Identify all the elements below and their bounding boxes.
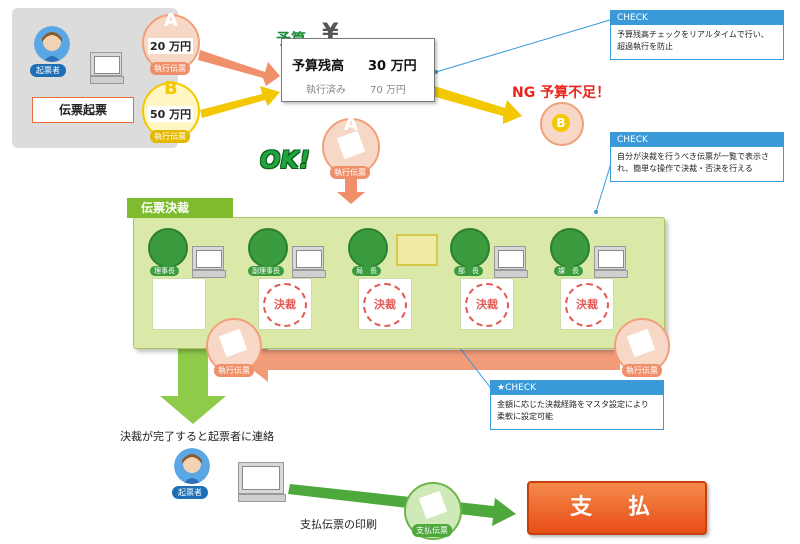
check-1-line-2: 超過執行を防止 [617,42,673,51]
approval-title: 伝票決裁 [127,198,233,218]
approver-avatar [148,228,188,268]
monitor-icon [594,246,628,278]
check-1-line-1: 予算残高チェックをリアルタイムで行い、 [617,30,769,39]
requester-person-2: 起票者 [172,448,210,499]
approval-stamp: 決裁 [565,283,609,327]
arrow-b-to-budget [200,86,280,118]
document-icon [336,130,366,160]
highlighted-monitor-icon [396,234,438,266]
monitor-icon [494,246,528,278]
approver-avatar [248,228,288,268]
slip-b-label: 執行伝票 [150,130,190,143]
approver-5: 課 長 決裁 [550,228,640,338]
ng-slip-circle: B [540,102,584,146]
budget-box: 予算残高 30 万円 執行済み 70 万円 [281,38,435,102]
check-3-line-2: 柔軟に設定可能 [497,412,553,421]
star-icon: ★ [497,383,506,393]
return-slip-right: 執行伝票 [614,318,670,377]
requester-badge: 起票者 [30,64,66,77]
approver-3-stamp-area[interactable]: 決裁 [358,278,412,330]
approver-5-stamp-area[interactable]: 決裁 [560,278,614,330]
slip-a-letter: A [164,10,178,31]
arrow-approval-complete [160,346,226,424]
check-3-head: ★CHECK [491,381,663,395]
approval-stamp: 決裁 [465,283,509,327]
approver-5-role: 課 長 [554,266,583,276]
completion-notice: 決裁が完了すると起票者に連絡 [120,430,274,443]
issue-slip-button[interactable]: 伝票起票 [32,97,134,123]
approval-stamp: 決裁 [263,283,307,327]
slip-b-amount: 50 万円 [148,106,194,122]
budget-spent-value: 70 万円 [370,85,406,96]
check-box-1: CHECK 予算残高チェックをリアルタイムで行い、 超過執行を防止 [610,10,784,60]
approver-1: 理事長 [148,228,238,338]
check2-leader [595,159,613,213]
keyboard-icon [238,494,286,502]
budget-remaining-value: 30 万円 [368,59,417,74]
check-2-head: CHECK [611,133,783,147]
document-icon [626,328,656,358]
payment-button[interactable]: 支 払 [527,481,707,535]
monitor-icon [238,462,284,494]
check-3-line-1: 金額に応じた決裁経路をマスタ設定により [497,400,649,409]
approver-4: 部 長 決裁 [450,228,540,338]
slip-a-circle: A 20 万円 執行伝票 [142,10,200,75]
approver-2: 副理事長 決裁 [248,228,338,338]
requester-pc [90,52,124,84]
arrow-budget-to-ng [432,86,522,124]
monitor-icon [292,246,326,278]
document-icon [218,328,248,358]
check-1-head: CHECK [611,11,783,25]
ok-slip-letter: A [344,114,358,135]
approver-1-role: 理事長 [150,266,179,276]
return-slip-right-label: 執行伝票 [622,364,662,377]
arrow-a-to-budget [198,50,280,86]
return-slip-left: 執行伝票 [206,318,262,377]
arrow-down-to-approval [337,178,365,204]
check-box-3: ★CHECK 金額に応じた決裁経路をマスタ設定により 柔軟に設定可能 [490,380,664,430]
ok-label: OK! [260,146,310,174]
requester-avatar [34,26,70,62]
payment-slip-label: 支払伝票 [412,524,452,537]
approver-1-stamp-area[interactable] [152,278,206,330]
approver-3: 局 長 決裁 [348,228,438,338]
ok-slip-label: 執行伝票 [330,166,370,179]
monitor-icon [192,246,226,278]
check1-leader [435,19,611,73]
requester-pc-2 [238,462,286,502]
approver-2-role: 副理事長 [248,266,284,276]
check-2-line-2: れ、簡単な操作で決裁・否決を行える [617,164,753,173]
requester-avatar [174,448,210,484]
arrow-return-left [240,338,620,382]
slip-a-amount: 20 万円 [148,38,194,54]
return-slip-left-label: 執行伝票 [214,364,254,377]
slip-b-letter: B [164,78,178,99]
approver-3-role: 局 長 [352,266,381,276]
keyboard-icon [90,76,124,84]
payment-slip-circle: 支払伝票 [404,482,462,540]
budget-spent-label: 執行済み [306,85,346,96]
approver-avatar [348,228,388,268]
monitor-icon [90,52,122,76]
check-box-2: CHECK 自分が決裁を行うべき伝票が一覧で表示さ れ、簡単な操作で決裁・否決を… [610,132,784,182]
slip-a-label: 執行伝票 [150,62,190,75]
requester-badge-2: 起票者 [172,486,208,499]
requester-person: 起票者 [30,26,70,77]
approver-avatar [550,228,590,268]
document-icon [418,490,448,520]
arrow-to-payment [288,484,516,526]
print-caption: 支払伝票の印刷 [300,518,377,531]
slip-b-circle: B 50 万円 執行伝票 [142,78,200,143]
budget-remaining-label: 予算残高 [292,59,345,74]
check-2-line-1: 自分が決裁を行うべき伝票が一覧で表示さ [617,152,769,161]
approval-stamp: 決裁 [363,283,407,327]
ng-label: NG 予算不足！ [512,85,611,101]
approver-4-role: 部 長 [454,266,483,276]
approver-4-stamp-area[interactable]: 決裁 [460,278,514,330]
approver-avatar [450,228,490,268]
ok-slip-circle: A 執行伝票 [322,114,380,179]
ng-slip-letter: B [552,114,570,132]
approver-2-stamp-area[interactable]: 決裁 [258,278,312,330]
